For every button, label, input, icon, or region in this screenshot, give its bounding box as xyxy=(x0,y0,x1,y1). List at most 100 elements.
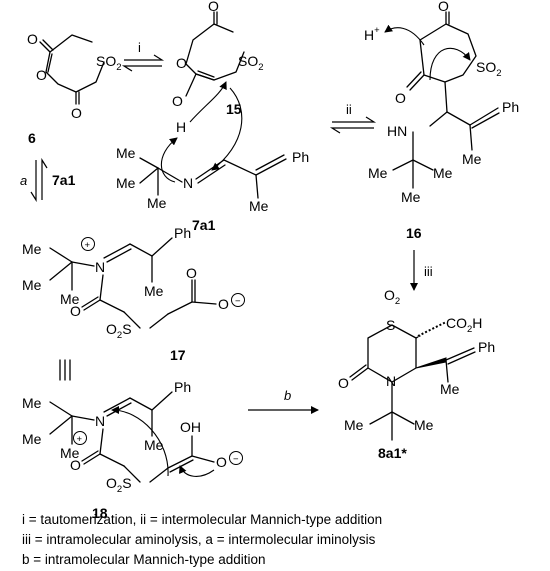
compound-15: O O O H SO2 15 xyxy=(172,0,264,135)
c18-minus: − xyxy=(233,454,239,465)
c15-so-text: SO xyxy=(238,53,258,69)
c18-hydroxyl: OH xyxy=(180,419,201,435)
equilibrium-arrow-i: i xyxy=(121,40,165,72)
c17-methyl-4: Me xyxy=(144,283,164,299)
c16-sulfonyl: SO2 xyxy=(476,59,502,79)
c17-methyl-1: Me xyxy=(22,241,42,257)
c18-nitrogen: N xyxy=(95,413,105,429)
curly-arrow-enolate xyxy=(179,465,215,477)
c16-label: 16 xyxy=(406,225,422,241)
c17-minus-circle xyxy=(231,293,245,307)
compound-7a1: N Me Me Me Me Ph 7a1 xyxy=(116,145,309,233)
c15-oxygen-ring: O xyxy=(176,55,187,71)
c8a1-oxygen: O xyxy=(338,375,349,391)
c18-methyl-2: Me xyxy=(22,431,42,447)
curly-arrow-enol xyxy=(189,81,227,123)
step-iii-label: iii xyxy=(424,264,433,279)
c18-methyl-3: Me xyxy=(60,445,80,461)
c18-methyl-4: Me xyxy=(144,437,164,453)
c18-minus-circle xyxy=(229,451,243,465)
forward-arrow-iii: iii xyxy=(410,250,433,291)
step-b-label: b xyxy=(284,388,291,403)
c8a1-o-sub: 2 xyxy=(395,296,400,307)
compound-16: O O H+ SO2 HN Me Me Me Me Ph 16 xyxy=(364,0,519,241)
c7a1-methyl-4: Me xyxy=(249,198,269,214)
compound-8a1: O2 S CO2H O N Me Me Me Ph 8a1* xyxy=(338,287,495,461)
c8a1-sulfone: O2 xyxy=(384,287,400,307)
c16-methyl-3: Me xyxy=(401,189,421,205)
compound-18: Me Me Me N + Me Ph O O2S OH O − 18 xyxy=(22,379,243,521)
c16-methyl-1: Me xyxy=(368,165,388,181)
c8a1-label: 8a1* xyxy=(378,445,407,461)
c8a1-nitrogen: N xyxy=(386,373,396,389)
c7a1-methyl-1: Me xyxy=(116,145,136,161)
c17-oxygen-anion: O xyxy=(218,296,229,312)
c18-plus-circle xyxy=(73,431,87,445)
c6-label: 6 xyxy=(28,130,36,146)
resonance-symbol xyxy=(59,359,71,381)
compound-6: O O O SO2 6 xyxy=(27,31,122,146)
c8a1-methyl-2: Me xyxy=(414,417,434,433)
c16-phenyl: Ph xyxy=(502,99,519,115)
c8a1-carboxyl: CO2H xyxy=(446,315,482,335)
c8a1-methyl-3: Me xyxy=(440,381,460,397)
c16-oxygen-acid: O xyxy=(395,90,406,106)
curly-arrow-cyclize xyxy=(111,406,169,477)
c17-oxygen-carbonyl: O xyxy=(186,265,197,281)
c18-oxygen-amide: O xyxy=(70,457,81,473)
c18-s-text: S xyxy=(122,475,131,491)
c17-o-text: O xyxy=(106,321,117,337)
c8a1-o-text: O xyxy=(384,287,395,303)
c18-label: 18 xyxy=(92,505,108,521)
c8a1-phenyl: Ph xyxy=(478,339,495,355)
c8a1-co-h: H xyxy=(472,315,482,331)
c16-amine: HN xyxy=(387,123,407,139)
legend: i = tautomerization, ii = intermolecular… xyxy=(22,512,382,567)
legend-line-3: b = intramolecular Mannich-type addition xyxy=(22,552,266,567)
c7a1-phenyl: Ph xyxy=(292,149,309,165)
c16-so-sub: 2 xyxy=(496,68,501,79)
c6-so-sub: 2 xyxy=(116,62,121,73)
step-ii-label: ii xyxy=(346,102,352,117)
c17-methyl-3: Me xyxy=(60,291,80,307)
c17-minus: − xyxy=(235,296,241,307)
c17-phenyl: Ph xyxy=(174,225,191,241)
c15-sulfonyl: SO2 xyxy=(238,53,264,73)
c16-oxygen-carbonyl: O xyxy=(438,0,449,14)
c18-methyl-1: Me xyxy=(22,395,42,411)
c16-plus: + xyxy=(374,25,380,36)
compound-17: Me Me Me N + Me Ph O O2S O O − 17 xyxy=(22,225,245,363)
c7a1-label: 7a1 xyxy=(192,217,216,233)
c16-methyl-2: Me xyxy=(433,165,453,181)
c7a1-methyl-2: Me xyxy=(116,175,136,191)
c15-hydrogen: H xyxy=(176,119,186,135)
step-i-label: i xyxy=(138,40,141,55)
curly-arrow-attack xyxy=(211,87,243,171)
c18-sulfonyl: O2S xyxy=(106,475,132,495)
c8a1-co-text: CO xyxy=(446,315,467,331)
legend-line-2: iii = intramolecular aminolysis, a = int… xyxy=(22,532,376,547)
c8a1-methyl-1: Me xyxy=(344,417,364,433)
c17-methyl-2: Me xyxy=(22,277,42,293)
c15-oxygen-hydroxyl: O xyxy=(172,93,183,109)
c18-o-sub: 2 xyxy=(117,484,122,495)
legend-line-1: i = tautomerization, ii = intermolecular… xyxy=(22,512,382,527)
c6-oxygen-ring: O xyxy=(36,67,47,83)
curly-arrow-h-loss xyxy=(384,24,425,46)
c7a1-methyl-3: Me xyxy=(147,195,167,211)
c7a1-nitrogen: N xyxy=(183,175,193,191)
curly-arrow-proton xyxy=(160,137,178,183)
c6-so-text: SO xyxy=(96,53,116,69)
c18-oxygen-anion: O xyxy=(216,454,227,470)
forward-arrow-b: b xyxy=(248,388,319,414)
c6-oxygen-carbonyl-1: O xyxy=(27,31,38,47)
curly-arrow-ring-open xyxy=(429,47,471,81)
c6-sulfonyl: SO2 xyxy=(96,53,122,73)
c17-plus: + xyxy=(85,240,91,251)
c16-methyl-4: Me xyxy=(462,151,482,167)
equilibrium-arrow-ii: ii xyxy=(329,102,377,134)
c8a1-hashed-bond xyxy=(417,321,447,337)
equilibrium-arrow-a: a 7a1 xyxy=(20,157,76,203)
step-a-reagent: 7a1 xyxy=(52,172,76,188)
